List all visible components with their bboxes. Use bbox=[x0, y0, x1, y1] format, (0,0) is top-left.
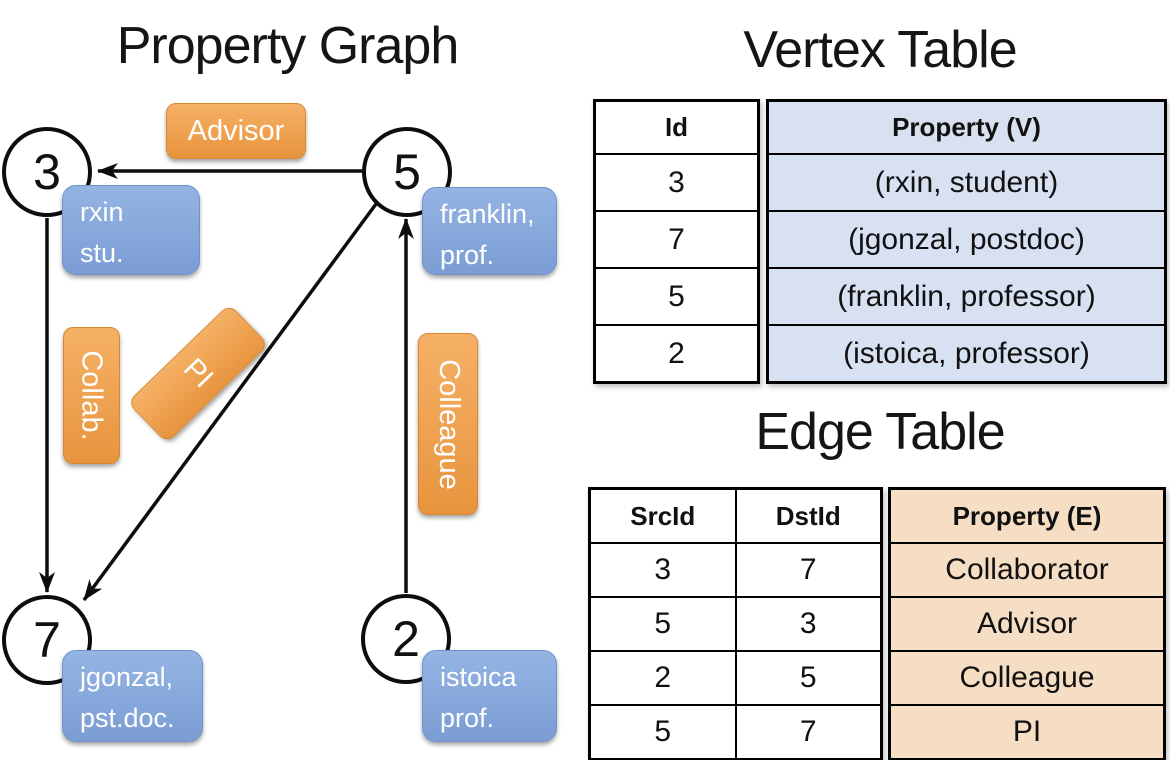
edge-dst-cell: 7 bbox=[734, 542, 883, 598]
edge-src-cell: 3 bbox=[588, 542, 737, 598]
edge-label-colleague: Colleague bbox=[418, 333, 478, 515]
graph-edges bbox=[39, 163, 414, 602]
vertex-table-property-column: Property (V) (rxin, student) (jgonzal, p… bbox=[766, 99, 1167, 384]
node-id: 3 bbox=[33, 144, 61, 200]
edge-table-property-column: Property (E) Collaborator Advisor Collea… bbox=[888, 487, 1166, 760]
vertex-prop-line: prof. bbox=[440, 239, 495, 270]
vertex-prop-line: rxin bbox=[80, 197, 124, 227]
vertex-property-header: Property (V) bbox=[766, 99, 1167, 155]
vertex-property-cell: (jgonzal, postdoc) bbox=[766, 210, 1167, 269]
vertex-prop-box-3: rxin stu. bbox=[62, 185, 200, 275]
vertex-table-id-column: Id 3 7 5 2 bbox=[593, 99, 760, 384]
vertex-id-cell: 2 bbox=[593, 324, 760, 384]
vertex-prop-line: pst.doc. bbox=[80, 702, 175, 733]
edge-dst-cell: 3 bbox=[734, 596, 883, 652]
vertex-property-cell: (franklin, professor) bbox=[766, 267, 1167, 326]
edge-srcid-header: SrcId bbox=[588, 487, 737, 544]
vertex-id-cell: 3 bbox=[593, 153, 760, 212]
vertex-prop-box-7: jgonzal, pst.doc. bbox=[62, 650, 203, 742]
vertex-prop-box-5: franklin, prof. bbox=[422, 187, 557, 275]
vertex-prop-line: stu. bbox=[80, 237, 124, 268]
property-graph-title: Property Graph bbox=[116, 17, 460, 75]
vertex-id-cell: 7 bbox=[593, 210, 760, 269]
edge-src-cell: 5 bbox=[588, 704, 737, 760]
node-id: 2 bbox=[392, 611, 420, 667]
edge-label-advisor: Advisor bbox=[166, 103, 306, 159]
edge-dst-cell: 7 bbox=[734, 704, 883, 760]
edge-property-cell: PI bbox=[888, 704, 1166, 760]
edge-property-header: Property (E) bbox=[888, 487, 1166, 544]
edge-src-cell: 2 bbox=[588, 650, 737, 706]
vertex-id-cell: 5 bbox=[593, 267, 760, 326]
edge-table-title: Edge Table bbox=[755, 403, 1005, 461]
node-id: 7 bbox=[33, 612, 61, 668]
edge-property-cell: Colleague bbox=[888, 650, 1166, 706]
edge-label-advisor-text: Advisor bbox=[187, 114, 285, 147]
edge-property-cell: Advisor bbox=[888, 596, 1166, 652]
edge-label-collab-text: Collab. bbox=[76, 350, 108, 441]
vertex-property-cell: (istoica, professor) bbox=[766, 324, 1167, 384]
graph-node-5: 5 bbox=[362, 127, 452, 217]
edge-property-cell: Collaborator bbox=[888, 542, 1166, 598]
vertex-prop-box-2: istoica prof. bbox=[422, 650, 557, 742]
vertex-prop-line: prof. bbox=[440, 702, 495, 733]
edge-dstid-header: DstId bbox=[734, 487, 883, 544]
vertex-table-title: Vertex Table bbox=[743, 21, 1017, 79]
edge-table-id-columns: SrcId DstId 3 7 5 3 2 5 5 7 bbox=[588, 487, 883, 760]
edge-label-colleague-text: Colleague bbox=[432, 358, 465, 490]
edge-label-pi-text: PI bbox=[177, 352, 220, 395]
vertex-prop-line: jgonzal, bbox=[80, 662, 174, 692]
edge-label-collab: Collab. bbox=[63, 327, 120, 464]
vertex-prop-line: istoica bbox=[440, 662, 517, 692]
vertex-id-header: Id bbox=[593, 99, 760, 155]
node-id: 5 bbox=[393, 144, 421, 200]
vertex-prop-line: franklin, bbox=[440, 199, 535, 229]
edge-5-7-arrow bbox=[82, 202, 378, 602]
graph-node-2: 2 bbox=[361, 594, 451, 684]
vertex-property-cell: (rxin, student) bbox=[766, 153, 1167, 212]
edge-src-cell: 5 bbox=[588, 596, 737, 652]
edge-dst-cell: 5 bbox=[734, 650, 883, 706]
